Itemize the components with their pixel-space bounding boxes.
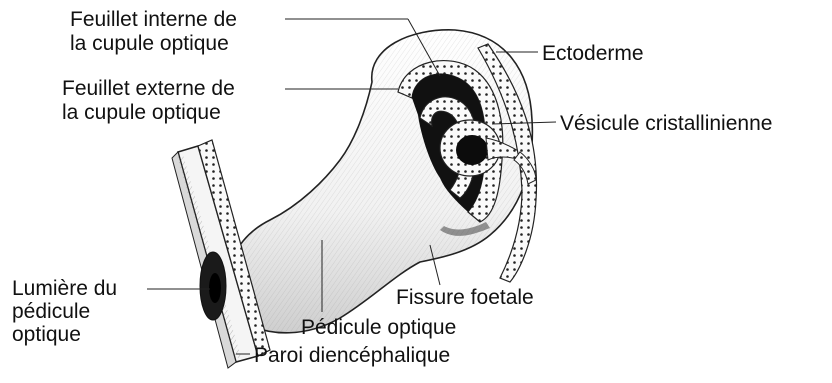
label-inner-layer-line2: la cupule optique — [70, 32, 237, 56]
label-outer-layer: Feuillet externe de la cupule optique — [62, 77, 235, 125]
label-optic-stalk: Pédicule optique — [301, 316, 456, 340]
label-stalk-lumen: Lumière du pédicule optique — [12, 277, 117, 346]
label-outer-layer-line1: Feuillet externe de — [62, 77, 235, 101]
stalk-lumen-inner — [209, 273, 221, 303]
label-stalk-lumen-line3: optique — [12, 323, 117, 346]
label-diencephalic-wall: Paroi diencéphalique — [254, 344, 450, 368]
label-outer-layer-line2: la cupule optique — [62, 101, 235, 125]
label-stalk-lumen-line2: pédicule — [12, 300, 117, 323]
label-lens-vesicle: Vésicule cristallinienne — [560, 112, 772, 136]
label-ectoderm: Ectoderme — [542, 42, 644, 66]
label-fetal-fissure: Fissure foetale — [396, 286, 534, 310]
label-inner-layer: Feuillet interne de la cupule optique — [70, 8, 237, 56]
label-inner-layer-line1: Feuillet interne de — [70, 8, 237, 32]
lens-vesicle-lumen — [456, 135, 488, 165]
label-stalk-lumen-line1: Lumière du — [12, 277, 117, 300]
